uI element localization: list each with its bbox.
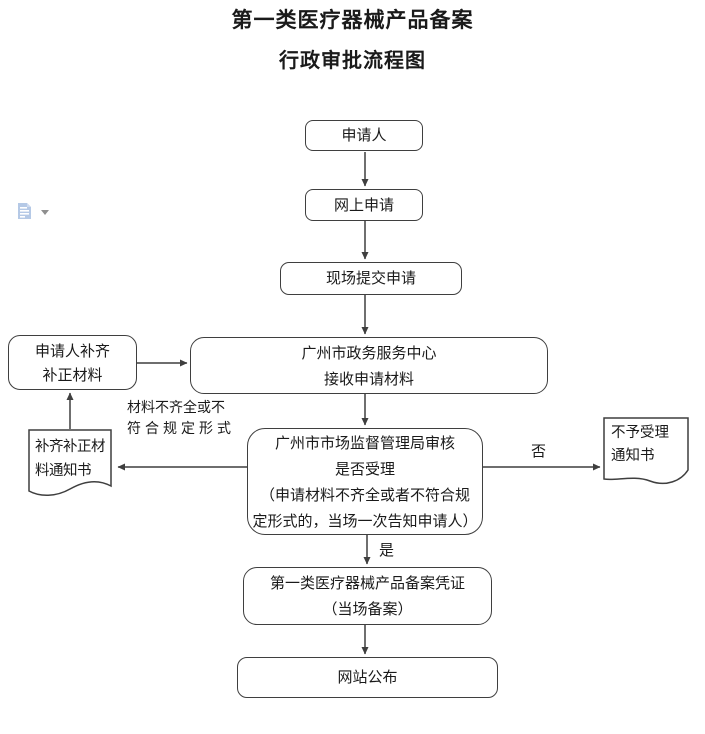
edge-label-yes: 是	[379, 541, 395, 559]
paste-options-button[interactable]	[16, 200, 50, 224]
node-acceptance-review: 广州市市场监督管理局审核 是否受理 （申请材料不齐全或者不符合规 定形式的，当场…	[247, 428, 483, 535]
node-service-center: 广州市政务服务中心 接收申请材料	[190, 337, 548, 394]
chevron-down-icon	[41, 210, 49, 215]
node-applicant-supplement: 申请人补齐 补正材料	[8, 335, 137, 390]
document-shape	[603, 417, 689, 485]
node-applicant: 申请人	[305, 120, 423, 151]
node-supplement-notice-document: 补齐补正材 料通知书	[28, 429, 112, 501]
edge-label-no: 否	[531, 442, 547, 460]
node-online-application: 网上申请	[305, 189, 423, 221]
document-shape	[28, 429, 112, 496]
node-onsite-submission: 现场提交申请	[280, 262, 462, 295]
node-filing-certificate: 第一类医疗器械产品备案凭证 （当场备案）	[243, 567, 492, 625]
paste-options-icon	[16, 203, 36, 226]
edge-label-incomplete-materials: 材料不齐全或不 符合规定形式	[127, 400, 235, 437]
node-website-publication: 网站公布	[237, 657, 498, 698]
page-subtitle: 行政审批流程图	[279, 48, 426, 72]
node-rejection-notice-document: 不予受理 通知书	[603, 417, 689, 491]
page-title: 第一类医疗器械产品备案	[231, 8, 474, 32]
